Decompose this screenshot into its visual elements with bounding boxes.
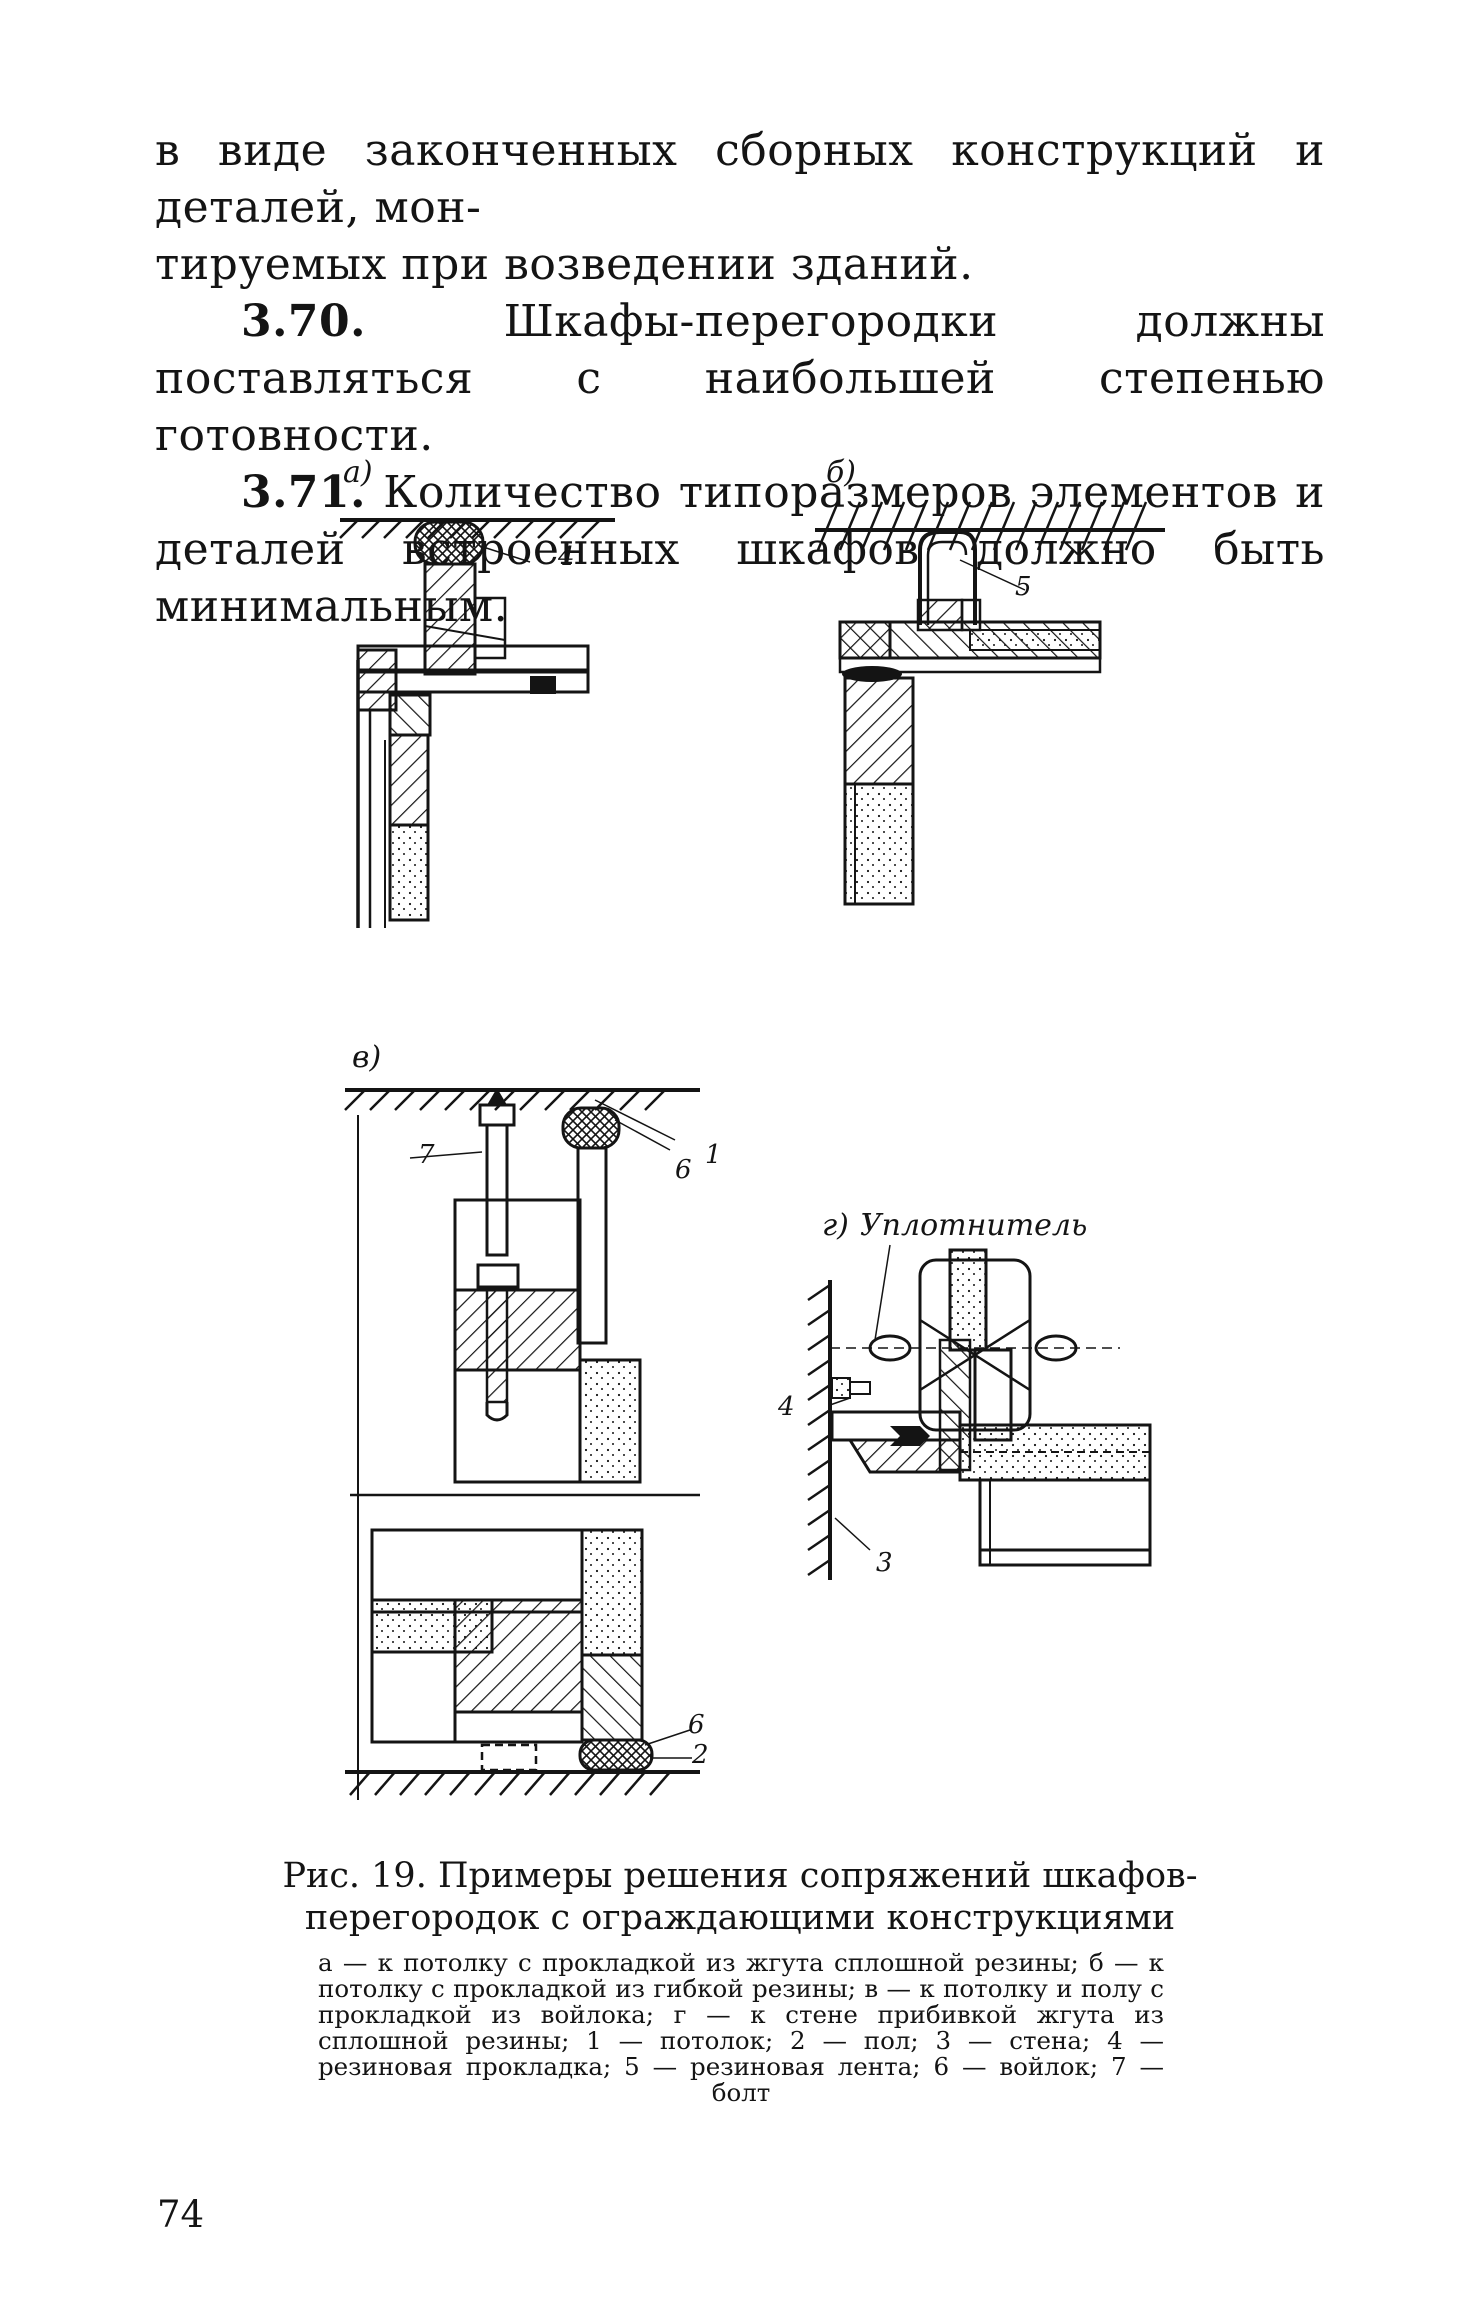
panel-b-drawing	[815, 501, 1165, 906]
panel-g-callout-4: 4	[778, 1392, 795, 1422]
panel-v-callout-1: 1	[705, 1140, 722, 1170]
panel-g-sealant-label: Уплотнитель	[860, 1208, 1088, 1243]
text-line-2: тируемых при возведении зданий.	[155, 239, 974, 290]
figure-caption-legend: а — к потолку с прокладкой из жгута спло…	[318, 1948, 1164, 2107]
panel-v-callout-6-bottom: 6	[688, 1710, 705, 1740]
panel-a-label: а)	[343, 455, 373, 490]
panel-g-callout-3: 3	[876, 1548, 893, 1578]
caption-title-line-2: перегородок с ограждающими конструкциями	[304, 1898, 1176, 1938]
panel-g-drawing	[807, 1244, 1152, 1580]
panel-a-callout-4: 4	[558, 542, 575, 572]
panel-v-callout-6-top: 6	[675, 1155, 692, 1185]
paragraph-3-71: 3.71. Количество типоразмеров элементов …	[155, 464, 1325, 635]
paragraph-3-70: 3.70. Шкафы-перегородки должны поставлят…	[155, 293, 1325, 464]
panel-v-callout-7: 7	[418, 1140, 435, 1170]
paragraph-number-3-71: 3.71.	[241, 467, 366, 518]
paragraph-text-3-71: Количество типоразмеров элементов и дета…	[155, 467, 1325, 632]
figure-caption-title: Рис. 19. Примеры решения сопряжений шкаф…	[280, 1855, 1200, 1939]
panel-g-label: г)	[822, 1208, 849, 1243]
paragraph-text-3-70: Шкафы-перегородки должны поставляться с …	[155, 296, 1325, 461]
paragraph-number-3-70: 3.70.	[241, 296, 366, 347]
figure-panel-g: г) Уплотнитель 4 3	[778, 1200, 1170, 1600]
panel-v-callout-2: 2	[692, 1740, 709, 1770]
body-text: в виде законченных сборных конструкций и…	[155, 122, 1325, 635]
page-number: 74	[157, 2193, 205, 2236]
panel-a-drawing	[339, 518, 615, 928]
text-line-1: в виде законченных сборных конструкций и…	[155, 125, 1325, 233]
panel-v-drawing	[344, 1088, 700, 1800]
panel-b-label: б)	[826, 455, 857, 490]
panel-v-label: в)	[352, 1040, 382, 1075]
panel-b-callout-5: 5	[1015, 572, 1032, 602]
figure-panel-a: а) 4	[330, 450, 620, 930]
figure-panel-b: б) 5	[810, 450, 1170, 910]
caption-title-line-1: Рис. 19. Примеры решения сопряжений шкаф…	[282, 1856, 1198, 1896]
figure-panel-v: в)	[330, 1040, 722, 1810]
